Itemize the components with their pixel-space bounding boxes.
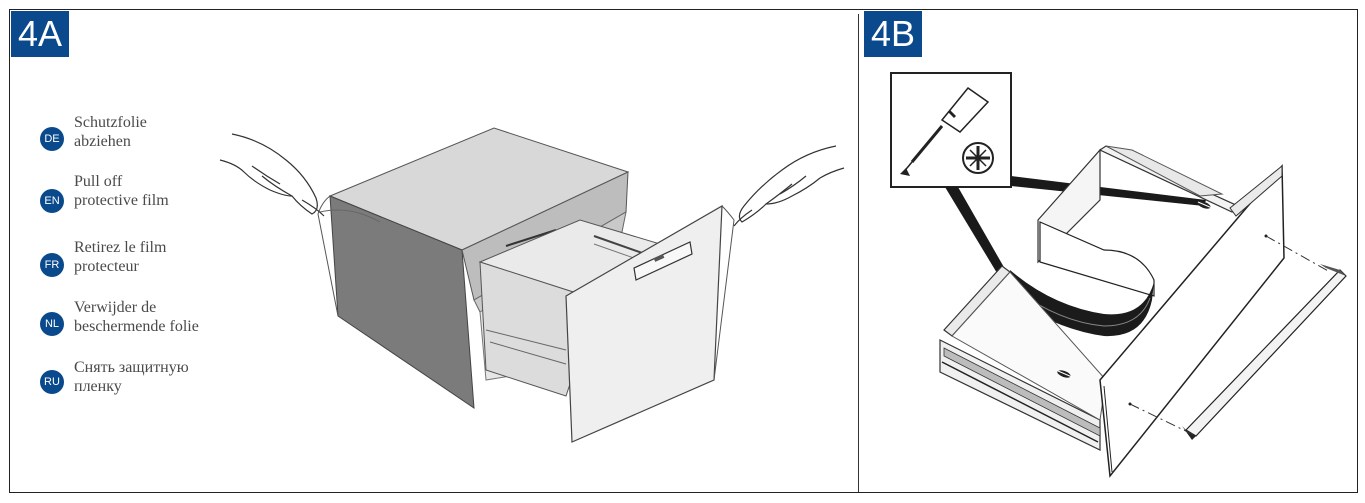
- step-badge-4b: 4B: [864, 11, 922, 57]
- panel-divider: [858, 14, 859, 492]
- instruction-text-de: Schutzfolie abziehen: [74, 114, 147, 150]
- instruction-text-nl: Verwijder de beschermende folie: [74, 299, 199, 335]
- step-badge-4a: 4A: [11, 11, 69, 57]
- left-hand: [219, 133, 325, 217]
- lang-badge-en: EN: [40, 189, 64, 213]
- page-frame: [9, 9, 1358, 493]
- lang-badge-fr: FR: [40, 253, 64, 277]
- film-right: [713, 205, 735, 381]
- lang-badge-nl: NL: [40, 312, 64, 336]
- illustration-remove-film: [219, 127, 845, 443]
- drawer-handle: [633, 241, 693, 281]
- instruction-text-ru: Снять защитную пленку: [74, 359, 189, 395]
- film-left: [317, 195, 339, 317]
- lang-badge-ru: RU: [40, 370, 64, 394]
- instruction-text-fr: Retirez le film protecteur: [74, 239, 167, 275]
- instruction-text-en: Pull off protective film: [74, 173, 169, 209]
- right-hand: [733, 145, 845, 227]
- lang-badge-de: DE: [40, 127, 64, 151]
- cabinet-side: [329, 195, 475, 409]
